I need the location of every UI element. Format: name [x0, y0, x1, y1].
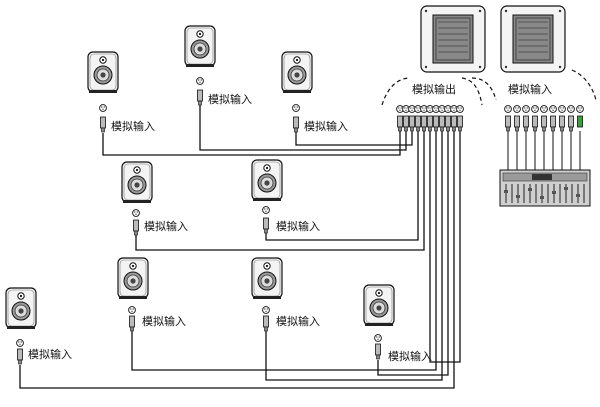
speaker-lower-right: 模拟输入	[363, 284, 432, 363]
mixer-analog-input-label: 模拟输入	[508, 82, 552, 96]
cable-speaker-8	[377, 130, 449, 376]
speaker-top-center: 模拟输入	[184, 25, 252, 106]
analog-input-label: 模拟输入	[144, 219, 188, 233]
cable-speaker-7	[265, 130, 443, 381]
cable-speaker-1	[102, 130, 401, 156]
speaker-middle-right: 模拟输入	[251, 159, 320, 234]
analog-input-label: 模拟输入	[388, 349, 432, 363]
mixer-input-group: 模拟输入	[471, 5, 597, 207]
output-plug-row	[397, 115, 463, 132]
mixer-plug-row	[505, 115, 583, 132]
mixer-cables	[507, 131, 581, 172]
speaker-middle-left: 模拟输入	[121, 161, 188, 236]
cable-speaker-4	[135, 130, 425, 251]
input-bracket	[471, 69, 597, 101]
subwoofer-output: 模拟输出	[381, 5, 486, 132]
cable-speaker-10	[429, 130, 461, 363]
speaker-top-left: 模拟输入	[87, 51, 155, 133]
analog-input-label: 模拟输入	[208, 92, 252, 106]
cable-speaker-6	[131, 130, 437, 371]
analog-output-label: 模拟输出	[412, 82, 456, 96]
analog-input-label: 模拟输入	[28, 347, 72, 361]
analog-input-label: 模拟输入	[111, 119, 155, 133]
analog-input-label: 模拟输入	[276, 219, 320, 233]
mixing-console-icon	[499, 169, 591, 207]
output-xlr-row	[396, 105, 464, 113]
cable-speaker-2	[199, 105, 407, 151]
cable-speaker-3	[295, 120, 413, 146]
cables	[19, 105, 461, 389]
subwoofer-icon	[500, 5, 566, 73]
speaker-top-right: 模拟输入	[281, 51, 348, 133]
highlighted-plug	[577, 115, 583, 128]
subwoofer-icon	[420, 5, 486, 73]
analog-input-label: 模拟输入	[304, 119, 348, 133]
output-bracket	[381, 77, 483, 106]
speaker-lower-center: 模拟输入	[251, 257, 320, 332]
mixer-xlr-row	[504, 105, 584, 113]
analog-input-label: 模拟输入	[276, 314, 320, 328]
analog-input-label: 模拟输入	[142, 314, 186, 328]
speaker-lower-left: 模拟输入	[117, 257, 186, 332]
speaker-bottom-left: 模拟输入	[5, 287, 72, 365]
cable-speaker-9	[19, 130, 455, 389]
